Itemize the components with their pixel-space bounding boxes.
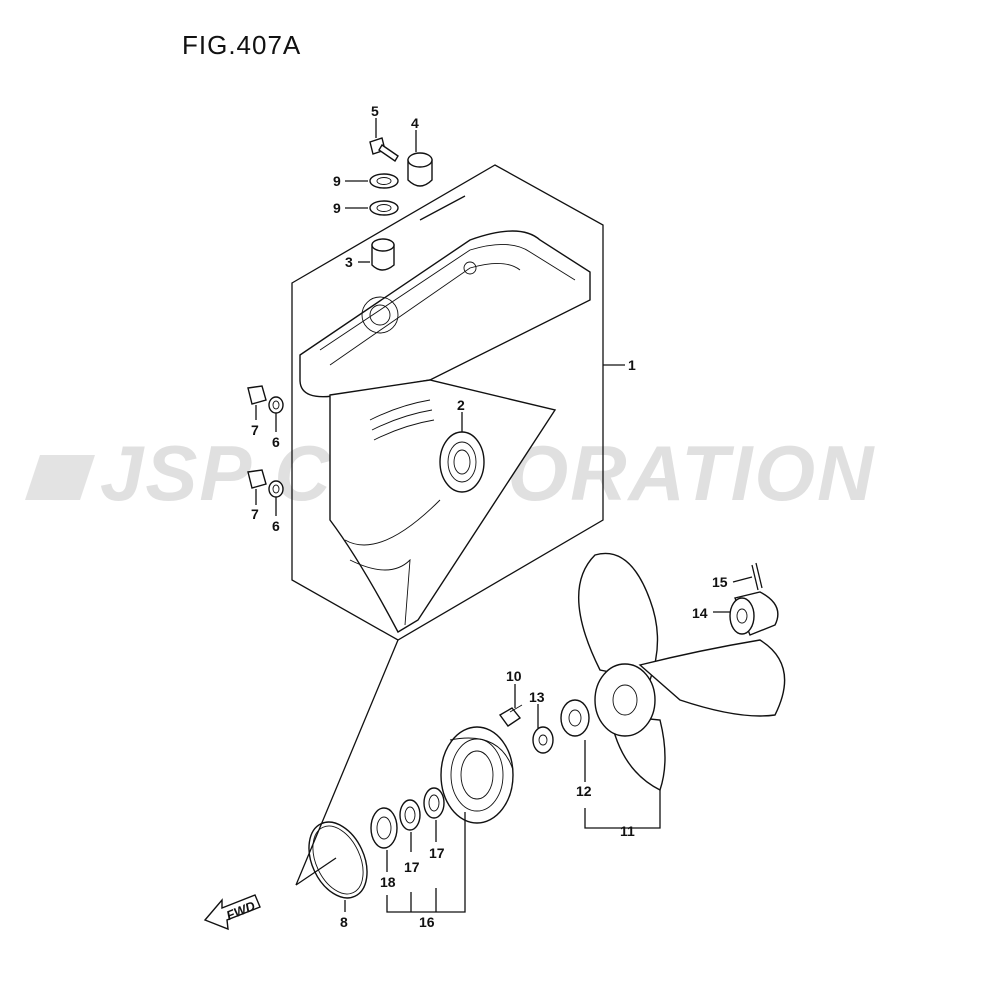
part-washer	[532, 726, 554, 754]
part-prop-bushing	[560, 699, 590, 737]
callout-labels: 1 2 3 4 5 6 6 7 7 8 9 9 10 11 12 13 14 1…	[251, 103, 728, 930]
callout-18: 18	[380, 874, 396, 890]
callout-13: 13	[529, 689, 545, 705]
callout-9-upper: 9	[333, 173, 341, 189]
callout-9-lower: 9	[333, 200, 341, 216]
leader-lines	[255, 118, 753, 913]
callout-2: 2	[457, 397, 465, 413]
part-plug-lower	[247, 469, 267, 489]
callout-14: 14	[692, 605, 708, 621]
fwd-label: FWD	[224, 898, 258, 923]
callout-7-lower: 7	[251, 506, 259, 522]
callout-6-lower: 6	[272, 518, 280, 534]
part-shaft-housing	[440, 726, 514, 824]
callout-11: 11	[620, 823, 635, 839]
callout-6-upper: 6	[272, 434, 280, 450]
callout-3: 3	[345, 254, 353, 270]
part-prop-nut	[729, 591, 779, 636]
part-collar	[407, 152, 433, 187]
part-o-ring	[308, 821, 368, 899]
callout-7-upper: 7	[251, 422, 259, 438]
callout-8: 8	[340, 914, 348, 930]
part-bushing	[371, 238, 395, 271]
part-oil-seal-upper	[369, 173, 399, 189]
callout-5: 5	[371, 103, 379, 119]
part-gasket-lower	[268, 480, 284, 498]
callout-16: 16	[419, 914, 435, 930]
part-propeller	[578, 552, 786, 791]
fwd-arrow: FWD	[203, 894, 261, 931]
callout-4: 4	[411, 115, 419, 131]
callout-1: 1	[628, 357, 636, 373]
callout-10: 10	[506, 668, 522, 684]
part-bolt-5	[369, 137, 399, 162]
part-cotter-pin	[751, 562, 763, 591]
figure-title: FIG.407A	[182, 30, 302, 60]
part-bearing-18	[370, 807, 398, 849]
part-bearing	[439, 431, 485, 493]
part-bolt-10	[498, 704, 523, 727]
callout-17-left: 17	[404, 859, 420, 875]
housing-outline-box	[291, 164, 604, 641]
part-oil-seal-17b	[423, 787, 445, 819]
callout-12: 12	[576, 783, 592, 799]
part-gear-case-housing	[299, 230, 591, 633]
callout-15: 15	[712, 574, 728, 590]
part-oil-seal-lower	[369, 200, 399, 216]
part-oil-seal-17a	[399, 799, 421, 831]
part-plug-upper	[247, 385, 267, 405]
part-gasket-upper	[268, 396, 284, 414]
watermark-logo-icon	[25, 455, 95, 500]
callout-17-right: 17	[429, 845, 445, 861]
